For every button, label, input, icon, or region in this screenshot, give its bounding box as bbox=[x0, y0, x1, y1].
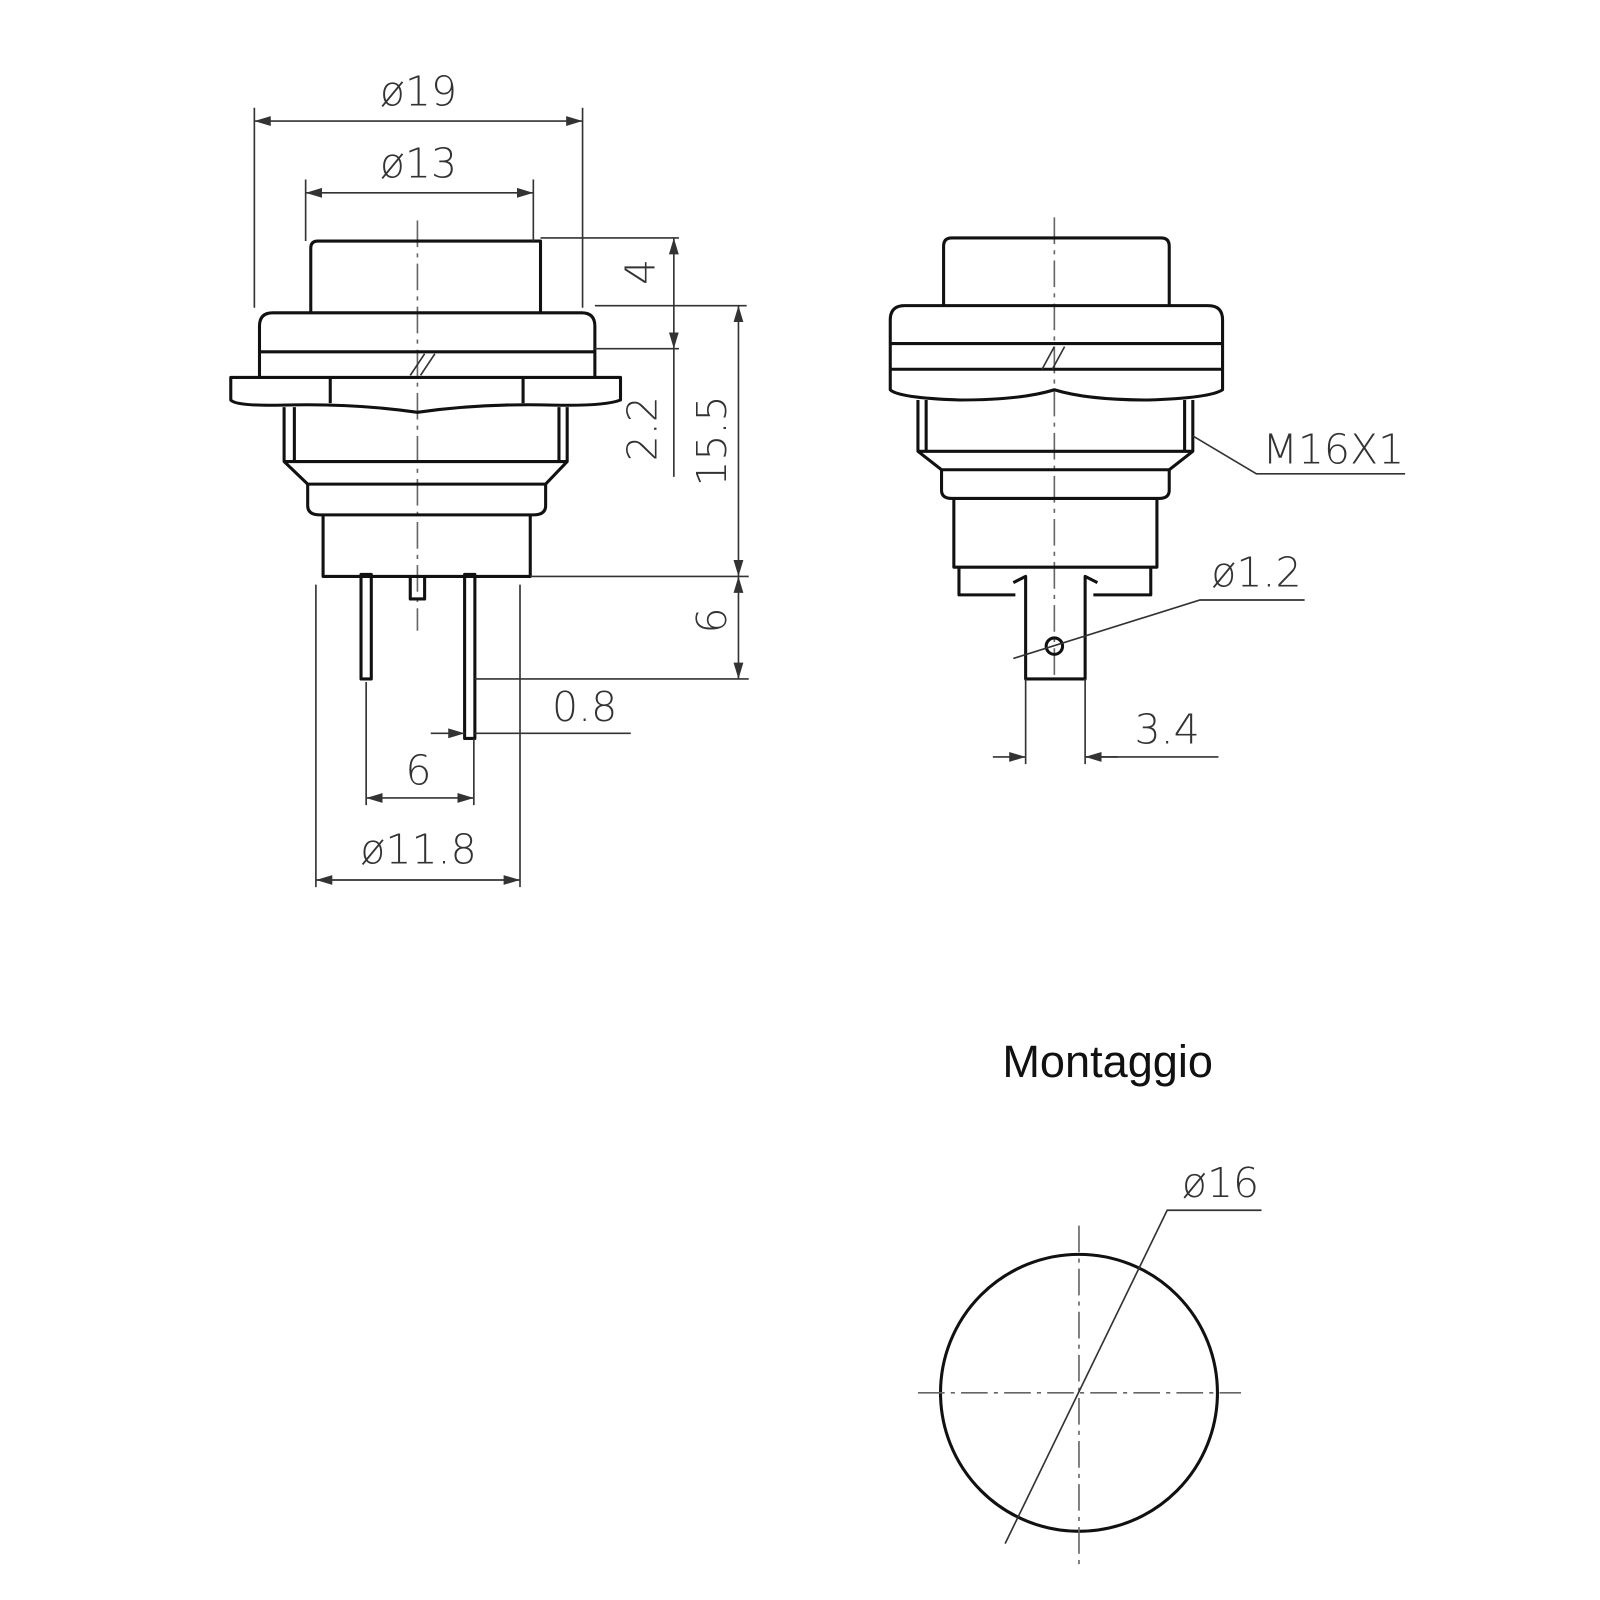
button-cap bbox=[942, 236, 1171, 306]
collar bbox=[939, 469, 1171, 500]
base-plate bbox=[957, 567, 1153, 597]
dim-mounting-hole: ø16 bbox=[1182, 1159, 1259, 1207]
thread bbox=[916, 399, 1195, 472]
dim-pin-spacing: 6 bbox=[405, 747, 431, 795]
dim-pin-width: 3.4 bbox=[1135, 706, 1200, 754]
nut-flange bbox=[229, 375, 623, 414]
pin-center bbox=[408, 576, 427, 601]
pin-left bbox=[359, 572, 373, 681]
terminal-pin bbox=[1012, 574, 1099, 681]
thread bbox=[282, 407, 569, 486]
dim-body-height: 15.5 bbox=[688, 395, 736, 486]
housing bbox=[321, 514, 532, 578]
break-mark bbox=[409, 353, 436, 376]
side-view: M16X1 ø1.2 3.4 bbox=[888, 217, 1406, 765]
button-cap bbox=[309, 239, 543, 313]
dim-cap-height: 4 bbox=[616, 259, 664, 285]
dim-hole-diameter: ø1.2 bbox=[1211, 549, 1301, 597]
bezel bbox=[888, 304, 1225, 402]
housing bbox=[952, 498, 1159, 569]
dim-pin-thickness: 0.8 bbox=[552, 683, 617, 731]
dim-pin-length: 6 bbox=[688, 607, 736, 633]
dim-body-diameter: ø11.8 bbox=[360, 826, 476, 874]
mounting-title: Montaggio bbox=[1002, 1036, 1213, 1087]
dim-cap-diameter: ø13 bbox=[380, 139, 457, 187]
front-view: ø19 ø13 4 2.2 15.5 6 0.8 6 ø11.8 bbox=[229, 68, 749, 888]
dim-bezel-height: 2.2 bbox=[618, 396, 666, 461]
dim-outer-diameter: ø19 bbox=[380, 68, 457, 116]
bezel bbox=[257, 311, 597, 378]
break-mark bbox=[1041, 346, 1066, 370]
dim-thread: M16X1 bbox=[1262, 426, 1404, 474]
collar bbox=[306, 484, 548, 517]
mounting-view: Montaggio ø16 bbox=[917, 1036, 1262, 1565]
pin-right bbox=[463, 572, 477, 740]
pin-hole bbox=[1044, 636, 1065, 656]
